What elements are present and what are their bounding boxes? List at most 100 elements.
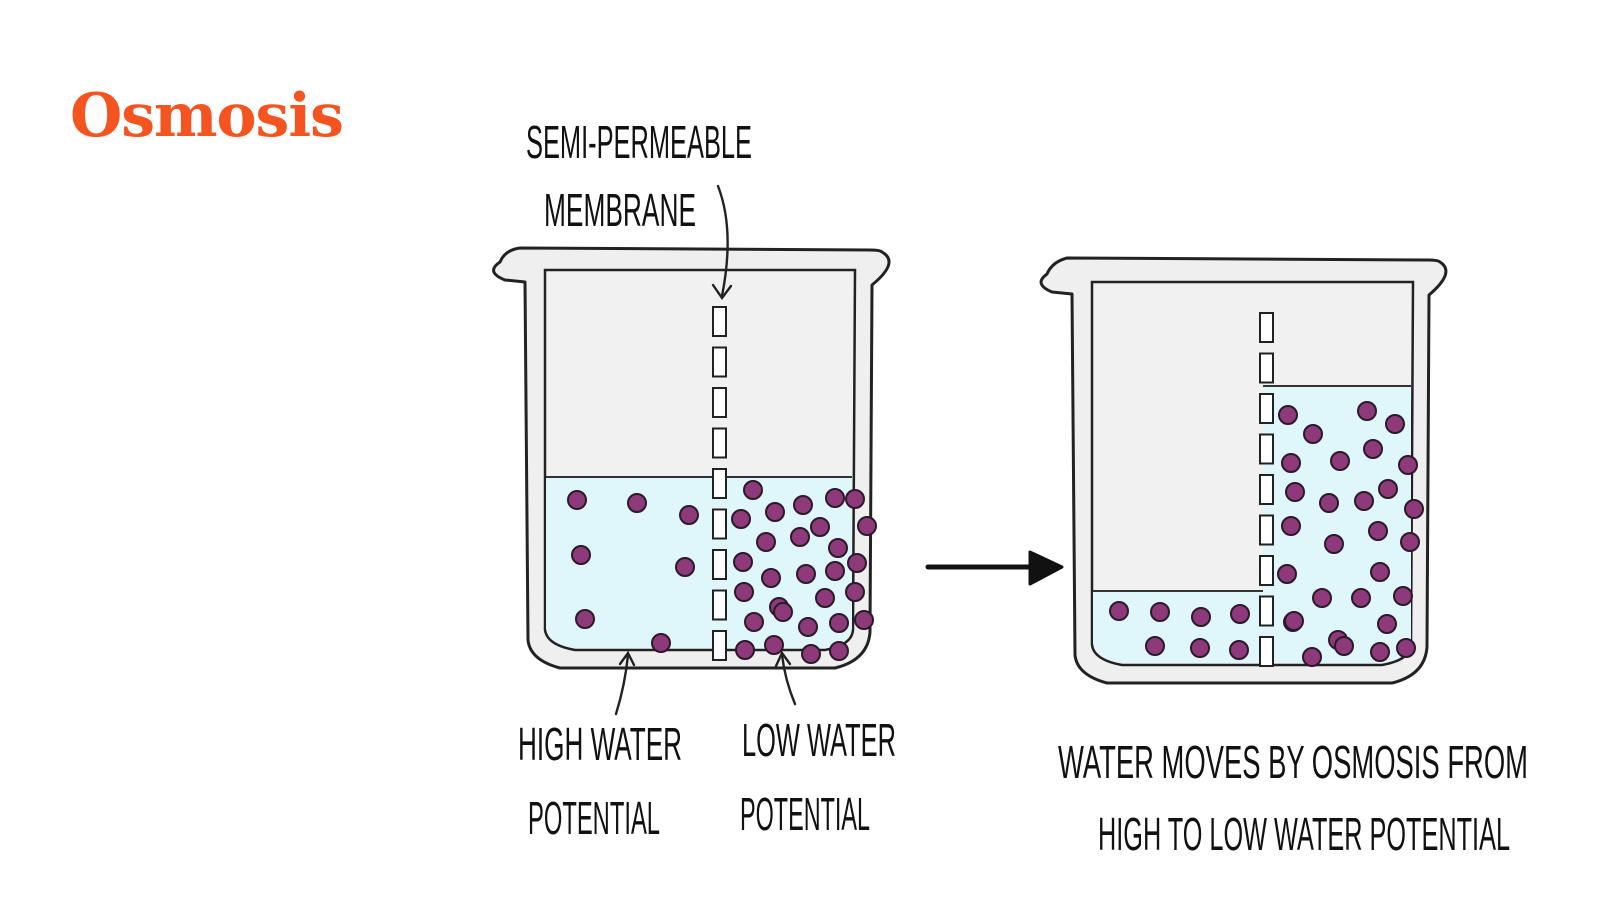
- beaker-after: [1039, 256, 1448, 685]
- solute-molecule: [810, 517, 830, 537]
- solute-molecule: [1400, 532, 1420, 552]
- solute-molecule: [825, 488, 845, 508]
- membrane-label-line2: MEMBRANE: [544, 184, 696, 236]
- solute-molecule: [854, 610, 874, 630]
- solute-molecule: [801, 644, 821, 664]
- solute-molecule: [679, 505, 699, 525]
- solute-molecule: [1393, 586, 1413, 606]
- membrane-pore: [712, 630, 727, 661]
- solute-molecule: [1378, 479, 1398, 499]
- solute-molecule: [1385, 414, 1405, 434]
- membrane-label-line1: SEMI-PERMEABLE: [526, 116, 752, 168]
- solute-molecule: [1109, 601, 1129, 621]
- solute-molecule: [790, 527, 810, 547]
- solute-molecule: [1285, 482, 1305, 502]
- solute-molecule: [857, 516, 877, 536]
- solute-molecule: [1377, 614, 1397, 634]
- solute-molecule: [756, 532, 776, 552]
- solute-molecule: [1191, 607, 1211, 627]
- membrane-pore: [1259, 595, 1274, 627]
- membrane-pore: [1259, 514, 1274, 546]
- solute-molecule: [764, 635, 784, 655]
- membrane-pore: [1259, 352, 1274, 384]
- membrane-pore: [712, 468, 727, 499]
- solute-molecule: [815, 588, 835, 608]
- low-potential-label-line2: POTENTIAL: [740, 788, 870, 840]
- solute-molecule: [675, 557, 695, 577]
- solute-molecule: [1190, 638, 1210, 658]
- solute-molecule: [1229, 640, 1249, 660]
- solute-molecule: [1312, 588, 1332, 608]
- page-title: Osmosis: [70, 81, 344, 151]
- solute-molecule: [1303, 424, 1323, 444]
- solute-molecule: [651, 633, 671, 653]
- solute-molecule: [575, 609, 595, 629]
- membrane-pore: [712, 387, 727, 418]
- solute-molecule: [1150, 602, 1170, 622]
- membrane-pointer-icon: [711, 184, 733, 301]
- solute-molecule: [731, 509, 751, 529]
- solute-molecule: [1351, 588, 1371, 608]
- solute-molecule: [796, 564, 816, 584]
- solute-molecule: [1354, 491, 1374, 511]
- solute-molecule: [798, 617, 818, 637]
- membrane-pore: [1259, 433, 1274, 465]
- solute-molecule: [773, 602, 793, 622]
- solute-molecule: [1363, 439, 1383, 459]
- membrane-pore: [712, 346, 727, 378]
- right-arrow-icon: [925, 550, 1064, 586]
- water-after-left-side: [1093, 591, 1263, 663]
- membrane-pore: [712, 549, 727, 580]
- solute-molecule: [1370, 642, 1390, 662]
- solute-molecule: [829, 613, 849, 633]
- caption-line1: WATER MOVES BY OSMOSIS FROM: [1058, 736, 1528, 788]
- solute-molecule: [571, 545, 591, 565]
- solute-molecule: [1145, 636, 1165, 656]
- solute-molecule: [1398, 455, 1418, 475]
- membrane-pore: [1259, 636, 1274, 667]
- solute-molecule: [829, 641, 849, 661]
- solute-molecule: [793, 495, 813, 515]
- solute-molecule: [1277, 564, 1297, 584]
- membrane-pore: [712, 589, 727, 621]
- solute-molecule: [1278, 405, 1298, 425]
- solute-molecule: [1281, 453, 1301, 473]
- membrane-pore: [1259, 312, 1274, 343]
- solute-molecule: [1396, 638, 1416, 658]
- solute-molecule: [1230, 604, 1250, 624]
- low-potential-label-line1: LOW WATER: [742, 714, 896, 766]
- semi-permeable-membrane-before: [712, 306, 727, 661]
- membrane-pore: [1259, 555, 1274, 586]
- solute-molecules-after: [1109, 401, 1424, 667]
- solute-molecule: [845, 489, 865, 509]
- high-potential-pointer-icon: [614, 650, 636, 716]
- solute-molecule: [735, 640, 755, 660]
- solute-molecule: [825, 561, 845, 581]
- solute-molecule: [567, 490, 587, 510]
- solute-molecule: [1357, 401, 1377, 421]
- beaker-before: [492, 246, 891, 670]
- low-potential-pointer-icon: [774, 650, 797, 706]
- caption-line2: HIGH TO LOW WATER POTENTIAL: [1098, 808, 1510, 860]
- solute-molecule: [1302, 647, 1322, 667]
- solute-molecule: [761, 568, 781, 588]
- solute-molecule: [847, 553, 867, 573]
- solute-molecule: [1404, 499, 1424, 519]
- semi-permeable-membrane-after: [1259, 312, 1274, 667]
- solute-molecule: [743, 480, 763, 500]
- membrane-pore: [712, 427, 727, 459]
- solute-molecule: [1334, 636, 1354, 656]
- solute-molecule: [627, 493, 647, 513]
- solute-molecule: [765, 502, 785, 522]
- solute-molecule: [733, 552, 753, 572]
- high-potential-label-line1: HIGH WATER: [518, 718, 682, 770]
- solute-molecule: [1330, 451, 1350, 471]
- membrane-pore: [712, 306, 727, 337]
- membrane-pore: [712, 508, 727, 540]
- solute-molecule: [828, 538, 848, 558]
- solute-molecule: [744, 612, 764, 632]
- solute-molecule: [1281, 516, 1301, 536]
- solute-molecule: [1324, 534, 1344, 554]
- high-potential-label-line2: POTENTIAL: [528, 792, 660, 844]
